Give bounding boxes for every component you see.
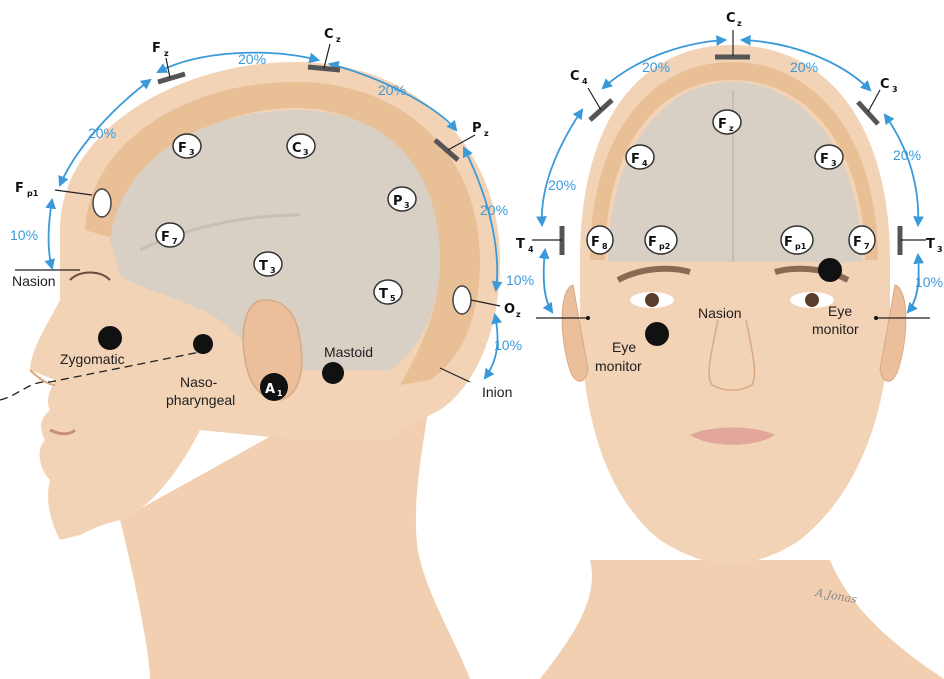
label-eye-monitor-right-2: monitor [812,321,859,337]
svg-text:5: 5 [390,294,396,303]
label-zygomatic: Zygomatic [60,351,125,367]
label-naso: Naso- [180,374,218,390]
pct-c3-t3: 20% [893,147,921,163]
electrode-fz-right: F z [713,110,741,134]
svg-text:7: 7 [864,242,870,251]
svg-text:F: F [718,117,727,132]
pct-t4-c4: 20% [548,177,576,193]
electrode-t5: T 5 [374,280,402,304]
svg-text:z: z [336,35,341,44]
svg-text:F: F [591,235,600,250]
svg-text:z: z [484,129,489,138]
svg-text:F: F [820,152,829,167]
pct-c4-cz: 20% [642,59,670,75]
electrode-f8: F 8 [587,226,613,254]
label-nasion-right: Nasion [698,305,742,321]
electrode-fp1-left: F [15,181,24,196]
svg-text:F: F [648,235,657,250]
svg-text:3: 3 [303,148,309,157]
svg-text:3: 3 [189,148,195,157]
svg-text:3: 3 [937,245,943,254]
svg-text:A: A [265,382,275,397]
electrode-fz-left: F [152,41,161,56]
svg-text:F: F [161,230,170,245]
electrode-fp1-right: F p1 [781,226,813,254]
electrode-f3-right: F 3 [815,145,843,169]
svg-text:z: z [729,124,734,133]
electrode-oz-left: O [504,302,515,317]
electrode-t3: T 3 [254,252,282,276]
svg-text:p1: p1 [795,242,807,251]
svg-text:1: 1 [277,389,283,398]
svg-text:P: P [393,194,403,209]
label-inion: Inion [482,384,512,400]
pct-t4-ear: 10% [506,272,534,288]
pct-nasion-fp1: 10% [10,227,38,243]
right-neck [540,560,944,679]
label-nasion-left: Nasion [12,273,56,289]
svg-text:3: 3 [404,201,410,210]
svg-text:z: z [737,19,742,28]
svg-text:4: 4 [528,245,534,254]
svg-text:3: 3 [831,159,837,168]
electrode-t3-right: T [926,237,935,252]
label-eye-monitor-right-1: Eye [828,303,852,319]
svg-text:8: 8 [602,242,608,251]
pct-fp1-fz: 20% [88,125,116,141]
pct-pz-oz: 20% [480,202,508,218]
electrode-f7: F 7 [156,223,184,247]
svg-text:p2: p2 [659,242,670,251]
pct-fz-cz: 20% [238,51,266,67]
svg-text:4: 4 [582,77,588,86]
svg-text:3: 3 [270,266,276,275]
electrode-c3-right: C [880,77,890,92]
electrode-f3: F 3 [173,134,201,158]
electrode-t4: T [516,237,525,252]
electrode-f7-right: F 7 [849,226,875,254]
electrode-cz-right: C [726,11,736,26]
label-eye-monitor-left-2: monitor [595,358,642,374]
svg-text:4: 4 [642,159,648,168]
svg-text:C: C [292,141,302,156]
pct-cz-c3: 20% [790,59,818,75]
svg-text:T: T [379,287,388,302]
svg-text:z: z [516,310,521,319]
electrode-c4: C [570,69,580,84]
svg-text:7: 7 [172,237,178,246]
svg-text:p1: p1 [27,189,39,198]
electrode-c3: C 3 [287,134,315,158]
svg-text:F: F [853,235,862,250]
electrode-f4: F 4 [626,145,654,169]
label-pharyngeal: pharyngeal [166,392,235,408]
svg-text:z: z [164,49,169,58]
pct-oz-inion: 10% [494,337,522,353]
electrode-pz-left: P [472,121,482,136]
svg-text:3: 3 [892,85,898,94]
label-eye-monitor-left-1: Eye [612,339,636,355]
left-head [30,62,500,679]
pct-t3-ear: 10% [915,274,943,290]
label-mastoid: Mastoid [324,344,373,360]
pct-cz-pz: 20% [378,82,406,98]
svg-text:F: F [178,141,187,156]
svg-text:F: F [784,235,793,250]
electrode-cz-left: C [324,27,334,42]
svg-text:F: F [631,152,640,167]
electrode-a1: A 1 [260,373,288,401]
electrode-fp2: F p2 [645,226,677,254]
svg-text:T: T [259,259,268,274]
electrode-p3: P 3 [388,187,416,211]
